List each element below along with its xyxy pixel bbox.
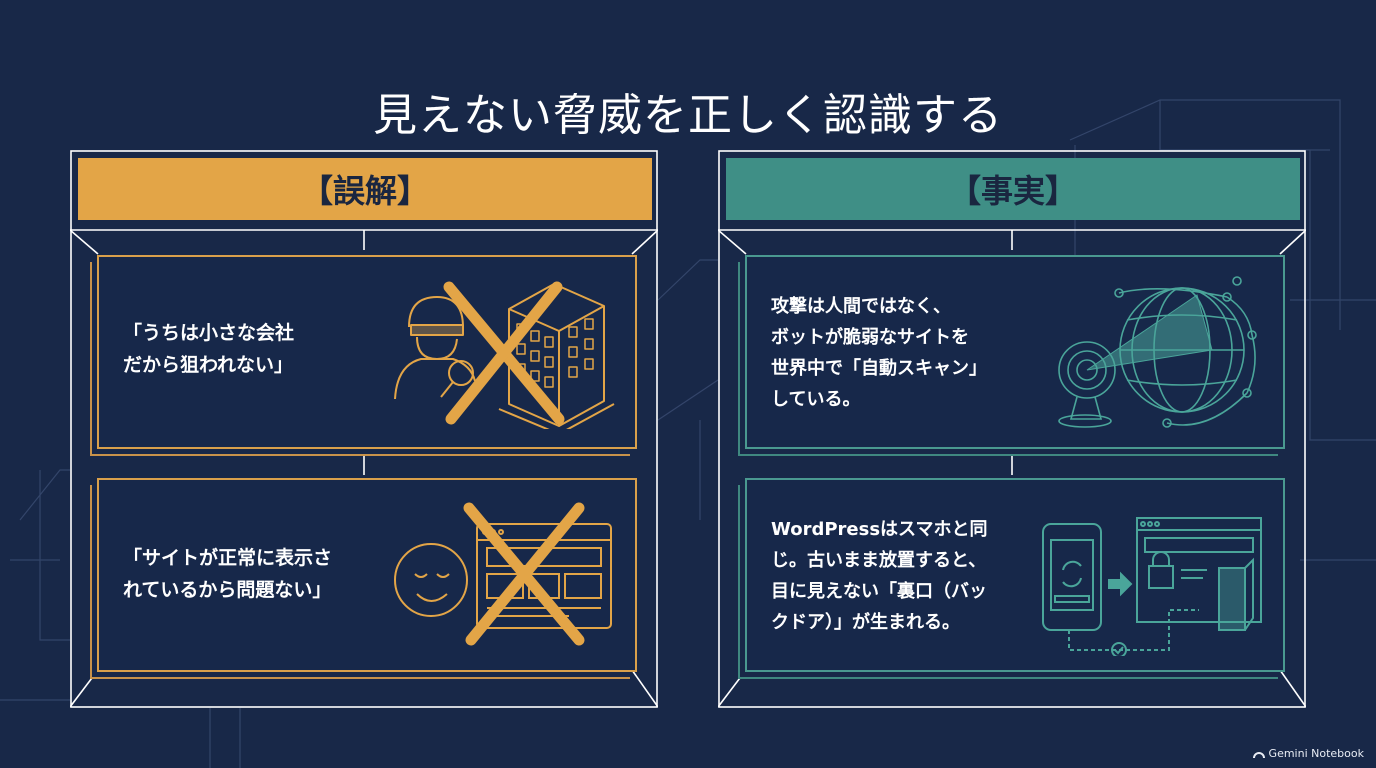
misconception-card-2: 「サイトが正常に表示さ れているから問題ない」 [97, 478, 637, 672]
notebook-logo-icon [1252, 751, 1265, 758]
fact-card-1-text: 攻撃は人間ではなく、 ボットが脆弱なサイトを 世界中で「自動スキャン」 している… [771, 296, 987, 410]
fact-panel: 【事実】 攻撃は人間ではなく、 ボットが脆弱なサイトを 世界中で「自動スキャン」… [718, 150, 1306, 708]
misconception-frame [70, 150, 658, 708]
misconception-card-1: 「うちは小さな会社 だから狙われない」 [97, 255, 637, 449]
fact-card-2-text: WordPressはスマホと同 じ。古いまま放置すると、 目に見えない「裏口（バ… [771, 519, 988, 633]
smiley-website-crossed-icon [394, 502, 612, 646]
fact-header: 【事実】 [726, 158, 1300, 220]
hacker-building-crossed-icon [394, 281, 615, 429]
phone-update-backdoor-icon [1042, 517, 1262, 656]
misconception-card-2-text: 「サイトが正常に表示さ れているから問題ない」 [123, 547, 333, 601]
page-title: 見えない脅威を正しく認識する [373, 90, 1003, 142]
footer-label: Gemini Notebook [1268, 747, 1364, 760]
fact-card-2: WordPressはスマホと同 じ。古いまま放置すると、 目に見えない「裏口（バ… [745, 478, 1285, 672]
fact-frame [718, 150, 1306, 708]
radar-globe-scan-icon [1058, 276, 1257, 428]
misconception-card-1-text: 「うちは小さな会社 だから狙われない」 [123, 322, 295, 376]
footer-branding: Gemini Notebook [1252, 747, 1364, 760]
misconception-header: 【誤解】 [78, 158, 652, 220]
fact-card-1: 攻撃は人間ではなく、 ボットが脆弱なサイトを 世界中で「自動スキャン」 している… [745, 255, 1285, 449]
misconception-panel: 【誤解】 「うちは小さな会社 だから狙われない」 [70, 150, 658, 708]
